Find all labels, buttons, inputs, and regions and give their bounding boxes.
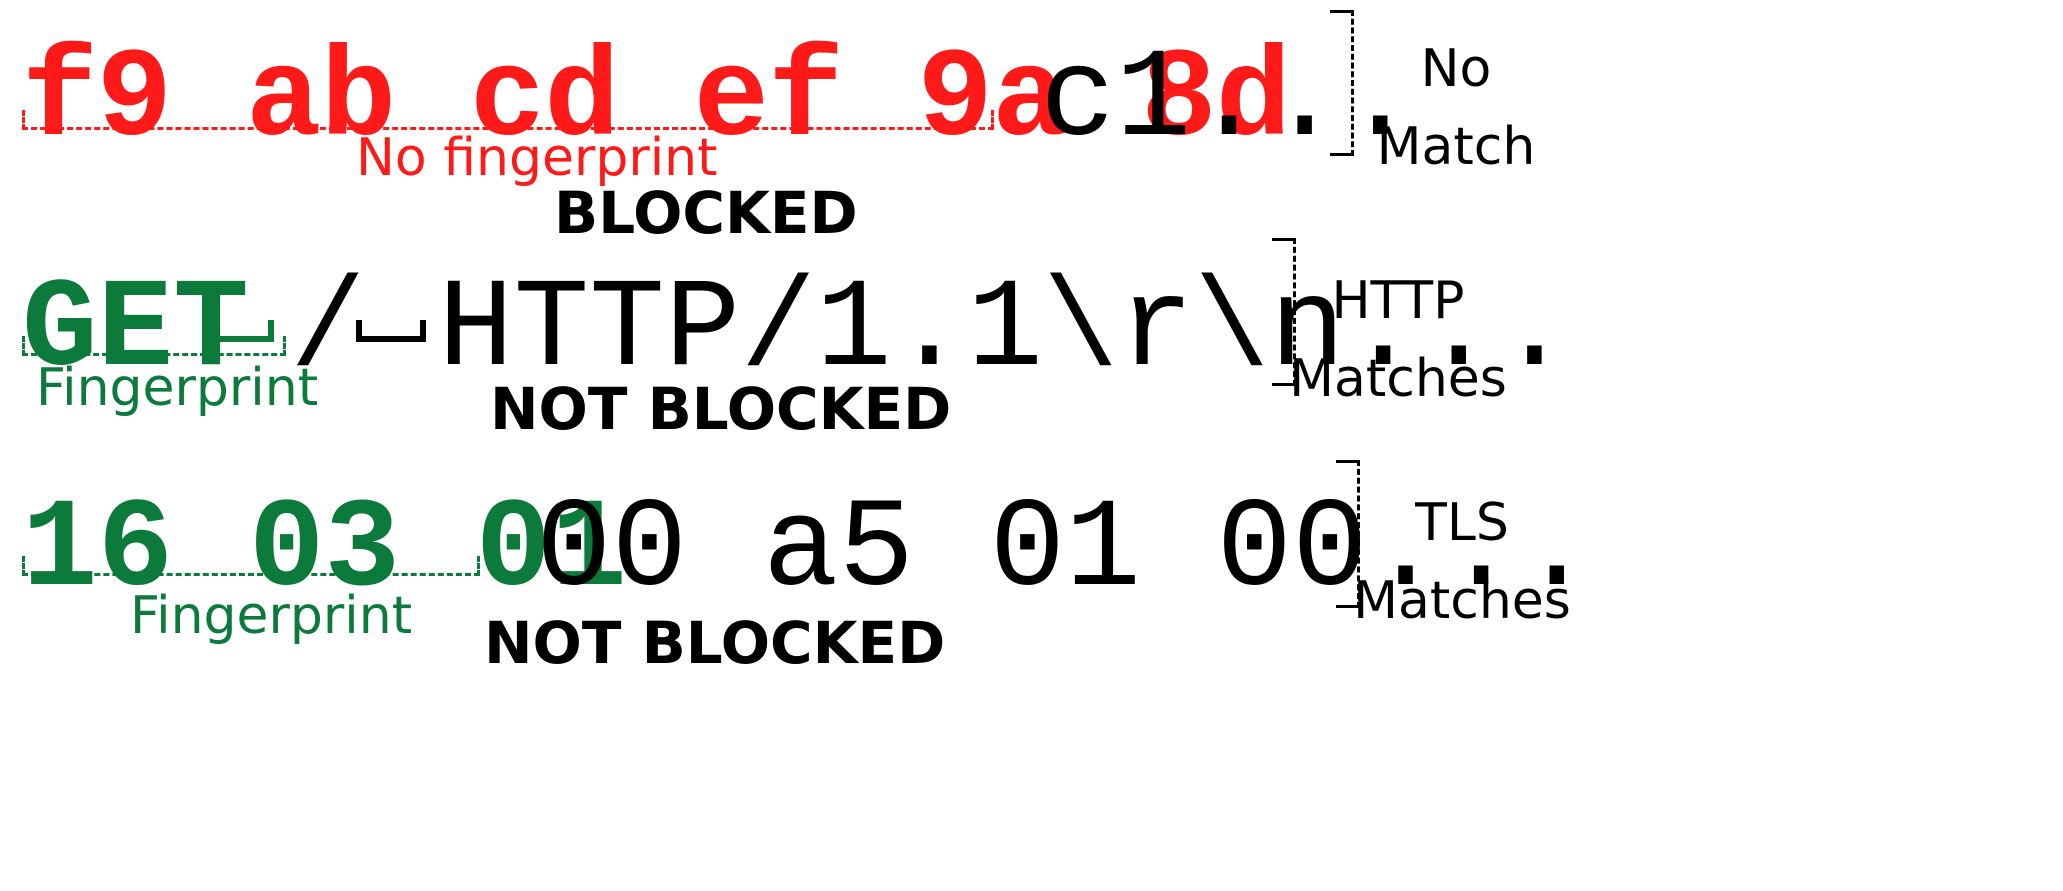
result-bracket-http bbox=[1272, 238, 1296, 386]
no-fingerprint-bracket bbox=[22, 110, 994, 130]
trailing-bytes: c1... bbox=[1040, 29, 1419, 172]
status-not-blocked-http: NOT BLOCKED bbox=[490, 375, 952, 443]
http-fingerprint-bracket bbox=[22, 336, 286, 356]
status-not-blocked-tls: NOT BLOCKED bbox=[484, 609, 946, 677]
tls-trailing-bytes: 00 a5 01 00... bbox=[536, 479, 1595, 622]
result-tls-matches: TLS Matches bbox=[1302, 484, 1622, 640]
http-fingerprint-label: Fingerprint bbox=[36, 358, 319, 418]
result-no-match: No Match bbox=[1296, 30, 1616, 186]
result-http-matches: HTTP Matches bbox=[1238, 262, 1558, 418]
path-slash: / bbox=[290, 259, 366, 402]
result-line-2: Matches bbox=[1289, 349, 1507, 409]
result-bracket-no-match bbox=[1330, 10, 1354, 156]
space-symbol-fingerprint bbox=[204, 320, 274, 342]
no-fingerprint-label: No fingerprint bbox=[356, 128, 718, 188]
result-line-1: TLS bbox=[1415, 493, 1509, 553]
tls-fingerprint-label: Fingerprint bbox=[130, 586, 413, 646]
result-line-1: HTTP bbox=[1331, 271, 1465, 331]
result-bracket-tls bbox=[1336, 460, 1360, 608]
unmatched-bytes: f9 ab cd ef 9a 8d bbox=[22, 29, 1291, 172]
status-blocked: BLOCKED bbox=[554, 179, 858, 247]
http-method-fingerprint: GET bbox=[22, 259, 249, 402]
result-line-1: No bbox=[1420, 39, 1492, 99]
result-line-2: Match bbox=[1376, 117, 1536, 177]
tls-fingerprint-bytes: 16 03 01 bbox=[22, 479, 627, 622]
result-line-2: Matches bbox=[1353, 571, 1571, 631]
tls-fingerprint-bracket bbox=[22, 556, 480, 576]
http-version-bytes: HTTP/1.1\r\n... bbox=[438, 259, 1573, 402]
space-symbol bbox=[356, 320, 426, 342]
